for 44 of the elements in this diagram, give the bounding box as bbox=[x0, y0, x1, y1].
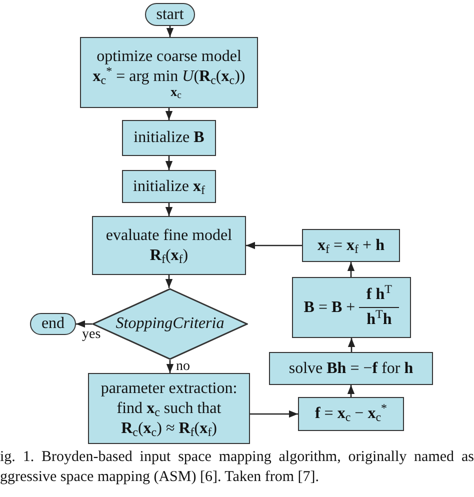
figure-caption: ig. 1. Broyden-based input space mapping algorithm, originally named as ggressive space mapping (ASM) [6]. Taken from [7]. bbox=[0, 448, 474, 486]
arrow bbox=[246, 242, 302, 250]
node-text: solve Bh = −f for h bbox=[288, 358, 414, 378]
edge-label: no bbox=[176, 360, 190, 374]
process-box bbox=[298, 397, 404, 431]
node-text: parameter extraction: bbox=[100, 378, 238, 398]
node-text: initialize x$_{f}$ bbox=[133, 176, 205, 196]
arrow bbox=[165, 203, 173, 216]
process-box bbox=[302, 229, 400, 262]
node-text: initialize B bbox=[134, 128, 204, 148]
formula-subscript: x$_{c}$ bbox=[170, 85, 182, 98]
process-box bbox=[122, 170, 216, 203]
arrow bbox=[166, 26, 174, 37]
start-terminal bbox=[145, 3, 195, 26]
process-box bbox=[92, 216, 246, 275]
arrow bbox=[165, 156, 173, 170]
arrow bbox=[347, 385, 355, 397]
arrow bbox=[166, 360, 174, 373]
end-terminal bbox=[30, 313, 76, 335]
formula: x$_{c}$$^{*}$ = arg min U(R$_{c}$(x$_{c}$)) bbox=[92, 67, 246, 87]
node-text: end bbox=[41, 314, 65, 334]
node-text: start bbox=[156, 4, 184, 24]
edge-label: yes bbox=[82, 328, 101, 342]
node-text: x$_{f}$ = x$_{f}$ + h bbox=[318, 236, 384, 256]
node-text: find x$_{c}$ such that bbox=[116, 398, 222, 418]
arrow bbox=[165, 275, 173, 288]
node-text: evaluate fine model bbox=[106, 226, 232, 246]
process-box bbox=[122, 120, 216, 156]
process-box bbox=[292, 277, 411, 338]
node-text: R$_{c}$(x$_{c}$) ≈ R$_{f}$(x$_{f}$) bbox=[121, 418, 217, 438]
process-box bbox=[80, 37, 258, 108]
node-text: optimize coarse model bbox=[96, 47, 242, 67]
process-box bbox=[88, 373, 250, 444]
fraction-numerator: f h$^{T}$ bbox=[366, 285, 392, 305]
fraction-denominator: h$^{T}$h bbox=[366, 310, 392, 330]
formula: B = B + bbox=[304, 298, 356, 318]
arrow bbox=[348, 338, 356, 352]
arrow bbox=[76, 320, 92, 328]
arrow bbox=[165, 108, 173, 120]
decision-text: StoppingCriteria bbox=[116, 314, 224, 334]
node-text: R$_{f}$(x$_{f}$) bbox=[150, 246, 188, 266]
arrow bbox=[347, 262, 355, 277]
arrow bbox=[250, 410, 298, 418]
process-box bbox=[269, 352, 433, 385]
